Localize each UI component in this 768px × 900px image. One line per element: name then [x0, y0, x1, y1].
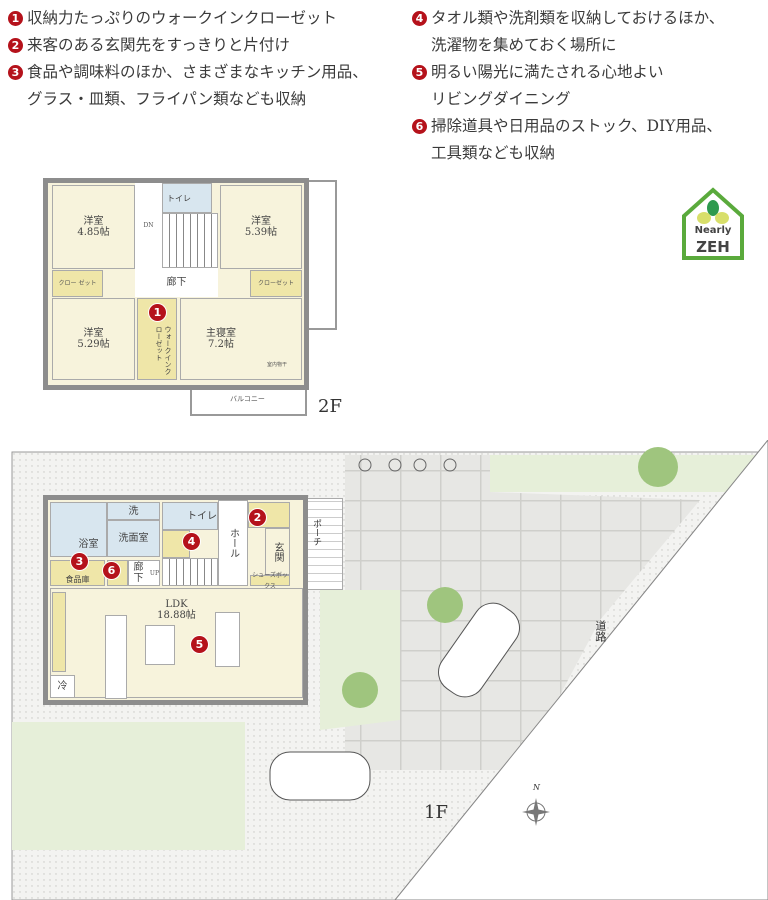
- bathroom: 浴室: [50, 502, 107, 557]
- tree-icon: [342, 447, 678, 708]
- walk-in-closet: ウォークインクローゼット: [137, 298, 177, 380]
- house-leaf-icon: [682, 187, 744, 260]
- marker-6: 6: [103, 562, 120, 579]
- lawn-mid: [320, 590, 400, 730]
- car-icon: [269, 602, 520, 801]
- stairs-2f: [162, 213, 218, 268]
- road-label: 道路: [594, 620, 607, 642]
- kitchen-storage: [52, 592, 66, 672]
- nearly-zeh-badge: Nearly ZEH: [680, 186, 746, 262]
- shoe-box: シューズボックス: [250, 572, 290, 590]
- badge-line1: Nearly: [694, 225, 732, 236]
- toilet-2f: トイレ: [162, 183, 212, 213]
- entry-hall: ホール: [218, 500, 248, 586]
- compass-icon: [522, 798, 550, 826]
- entrance: 玄関: [265, 528, 290, 575]
- side-balcony: [307, 180, 337, 330]
- floor-label-2f: 2F: [318, 396, 342, 417]
- floor-label-1f: 1F: [424, 802, 448, 823]
- balcony-label: バルコニー: [230, 395, 265, 403]
- marker-1: 1: [149, 304, 166, 321]
- closet-left: クロー ゼット: [52, 270, 103, 297]
- badge-line2: ZEH: [696, 238, 730, 256]
- lawn-bottom: [12, 722, 245, 850]
- sofa: [215, 612, 240, 667]
- marker-2: 2: [249, 509, 266, 526]
- bicycle-icon: [358, 458, 457, 472]
- marker-5: 5: [191, 636, 208, 653]
- closet-right: クローゼット: [250, 270, 302, 297]
- marker-3: 3: [71, 553, 88, 570]
- road: [394, 440, 768, 900]
- toilet-1f: トイレ: [162, 502, 218, 530]
- balcony: バルコニー: [190, 386, 307, 416]
- stairs-1f: [162, 558, 218, 586]
- lawn-top: [490, 455, 768, 492]
- walk-in-closet-label: ウォークインクローゼット: [155, 326, 172, 375]
- washroom: 洗面室: [107, 520, 160, 557]
- paving: [345, 455, 700, 770]
- kitchen-counter: [105, 615, 127, 699]
- corridor-2f: 廊下: [135, 268, 218, 297]
- laundry: 洗: [107, 502, 160, 520]
- dining-table: [145, 625, 175, 665]
- north-label: N: [533, 783, 540, 792]
- marker-4: 4: [183, 533, 200, 550]
- fridge: 冷: [50, 675, 75, 698]
- pantry: 食品庫: [50, 560, 105, 586]
